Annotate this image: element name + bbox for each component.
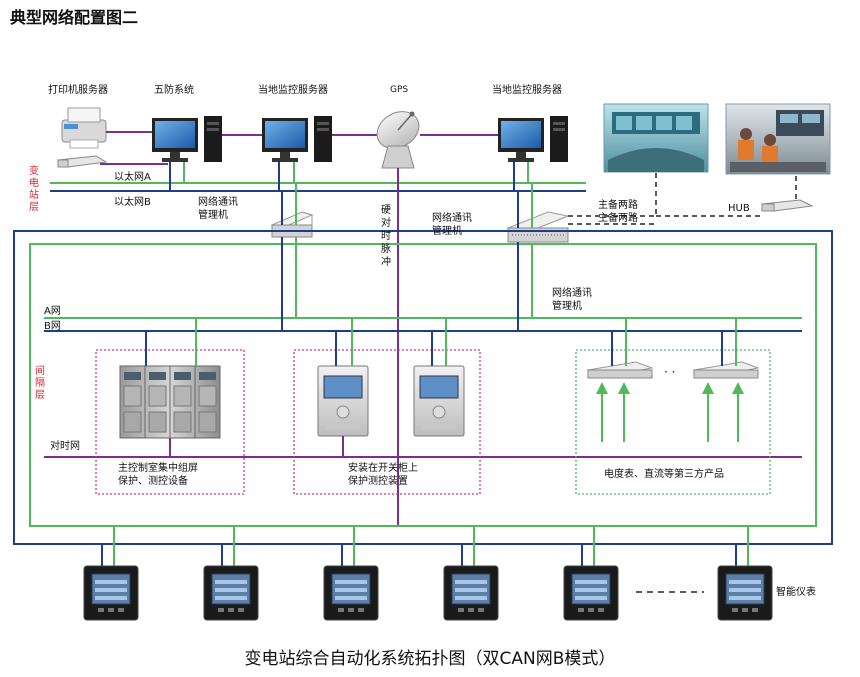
group1-box — [95, 349, 245, 495]
net-manager-1-icon — [270, 211, 314, 238]
printer-icon — [61, 107, 107, 149]
group3-box — [575, 349, 771, 495]
gps-label: GPS — [390, 85, 409, 95]
printer-server-label: 打印机服务器 — [48, 85, 108, 96]
smart-meter-1-icon — [83, 526, 139, 621]
group3-label: 电度表、直流等第三方产品 — [604, 469, 724, 480]
control-cabinet-icon — [119, 365, 221, 439]
net-b-label: B网 — [44, 321, 61, 332]
small-device-icon — [56, 155, 108, 168]
outer-blue-loop — [13, 230, 833, 545]
ethernet-b-label: 以太网B — [114, 197, 151, 208]
net-manager-3-label: 网络通讯 管理机 — [552, 288, 592, 312]
hard-pulse-label: 硬对时脉冲 — [381, 205, 391, 268]
station-layer-label: 变电站层 — [29, 166, 39, 213]
control-room-photo-1 — [603, 103, 709, 173]
third-party-switch-1-icon — [586, 361, 654, 379]
hub-icon — [760, 199, 814, 212]
smart-meter-2-icon — [203, 526, 259, 621]
group2-label: 安装在开关柜上 保护测控装置 — [348, 463, 418, 487]
smart-meter-6-icon — [717, 526, 773, 621]
bay-layer-label: 间隔层 — [35, 366, 45, 401]
local-monitor-pc-2-icon — [498, 116, 568, 162]
time-net-label: 对时网 — [50, 441, 80, 452]
gps-dish-icon — [376, 111, 420, 169]
main-backup-label-2: 主备两路 — [598, 213, 638, 224]
smart-meter-label: 智能仪表 — [776, 587, 816, 598]
main-backup-label-1: 主备两路 — [598, 200, 638, 211]
smart-meter-3-icon — [323, 526, 379, 621]
smart-meter-4-icon — [443, 526, 499, 621]
main-link-dash — [568, 170, 657, 217]
switch-ellipsis: · · — [664, 365, 676, 379]
ethernet-a-label: 以太网A — [114, 172, 151, 183]
protection-device-2-icon — [413, 365, 465, 437]
hub-label: HUB — [728, 203, 750, 214]
net-manager-2-label: 网络通讯 管理机 — [432, 213, 472, 237]
local-monitor-pc-1-icon — [262, 116, 332, 162]
protection-device-1-icon — [317, 365, 369, 437]
smart-meter-5-icon — [563, 526, 619, 621]
group1-label: 主控制室集中组屏 保护、测控设备 — [118, 463, 198, 487]
net-a-label: A网 — [44, 306, 61, 317]
smart-meter-row — [83, 526, 773, 621]
five-prevention-pc-icon — [152, 116, 222, 162]
local-monitor-2-label: 当地监控服务器 — [492, 85, 562, 96]
five-prevention-label: 五防系统 — [154, 85, 194, 96]
local-monitor-1-label: 当地监控服务器 — [258, 85, 328, 96]
page-caption: 变电站综合自动化系统拓扑图（双CAN网B模式） — [244, 649, 616, 669]
group2-box — [293, 349, 481, 495]
page-heading: 典型网络配置图二 — [10, 8, 139, 27]
third-party-switch-2-icon — [692, 361, 760, 379]
net-manager-1-label: 网络通讯 管理机 — [198, 197, 238, 221]
outer-green-loop — [29, 243, 817, 527]
control-room-photo-2 — [725, 103, 831, 175]
